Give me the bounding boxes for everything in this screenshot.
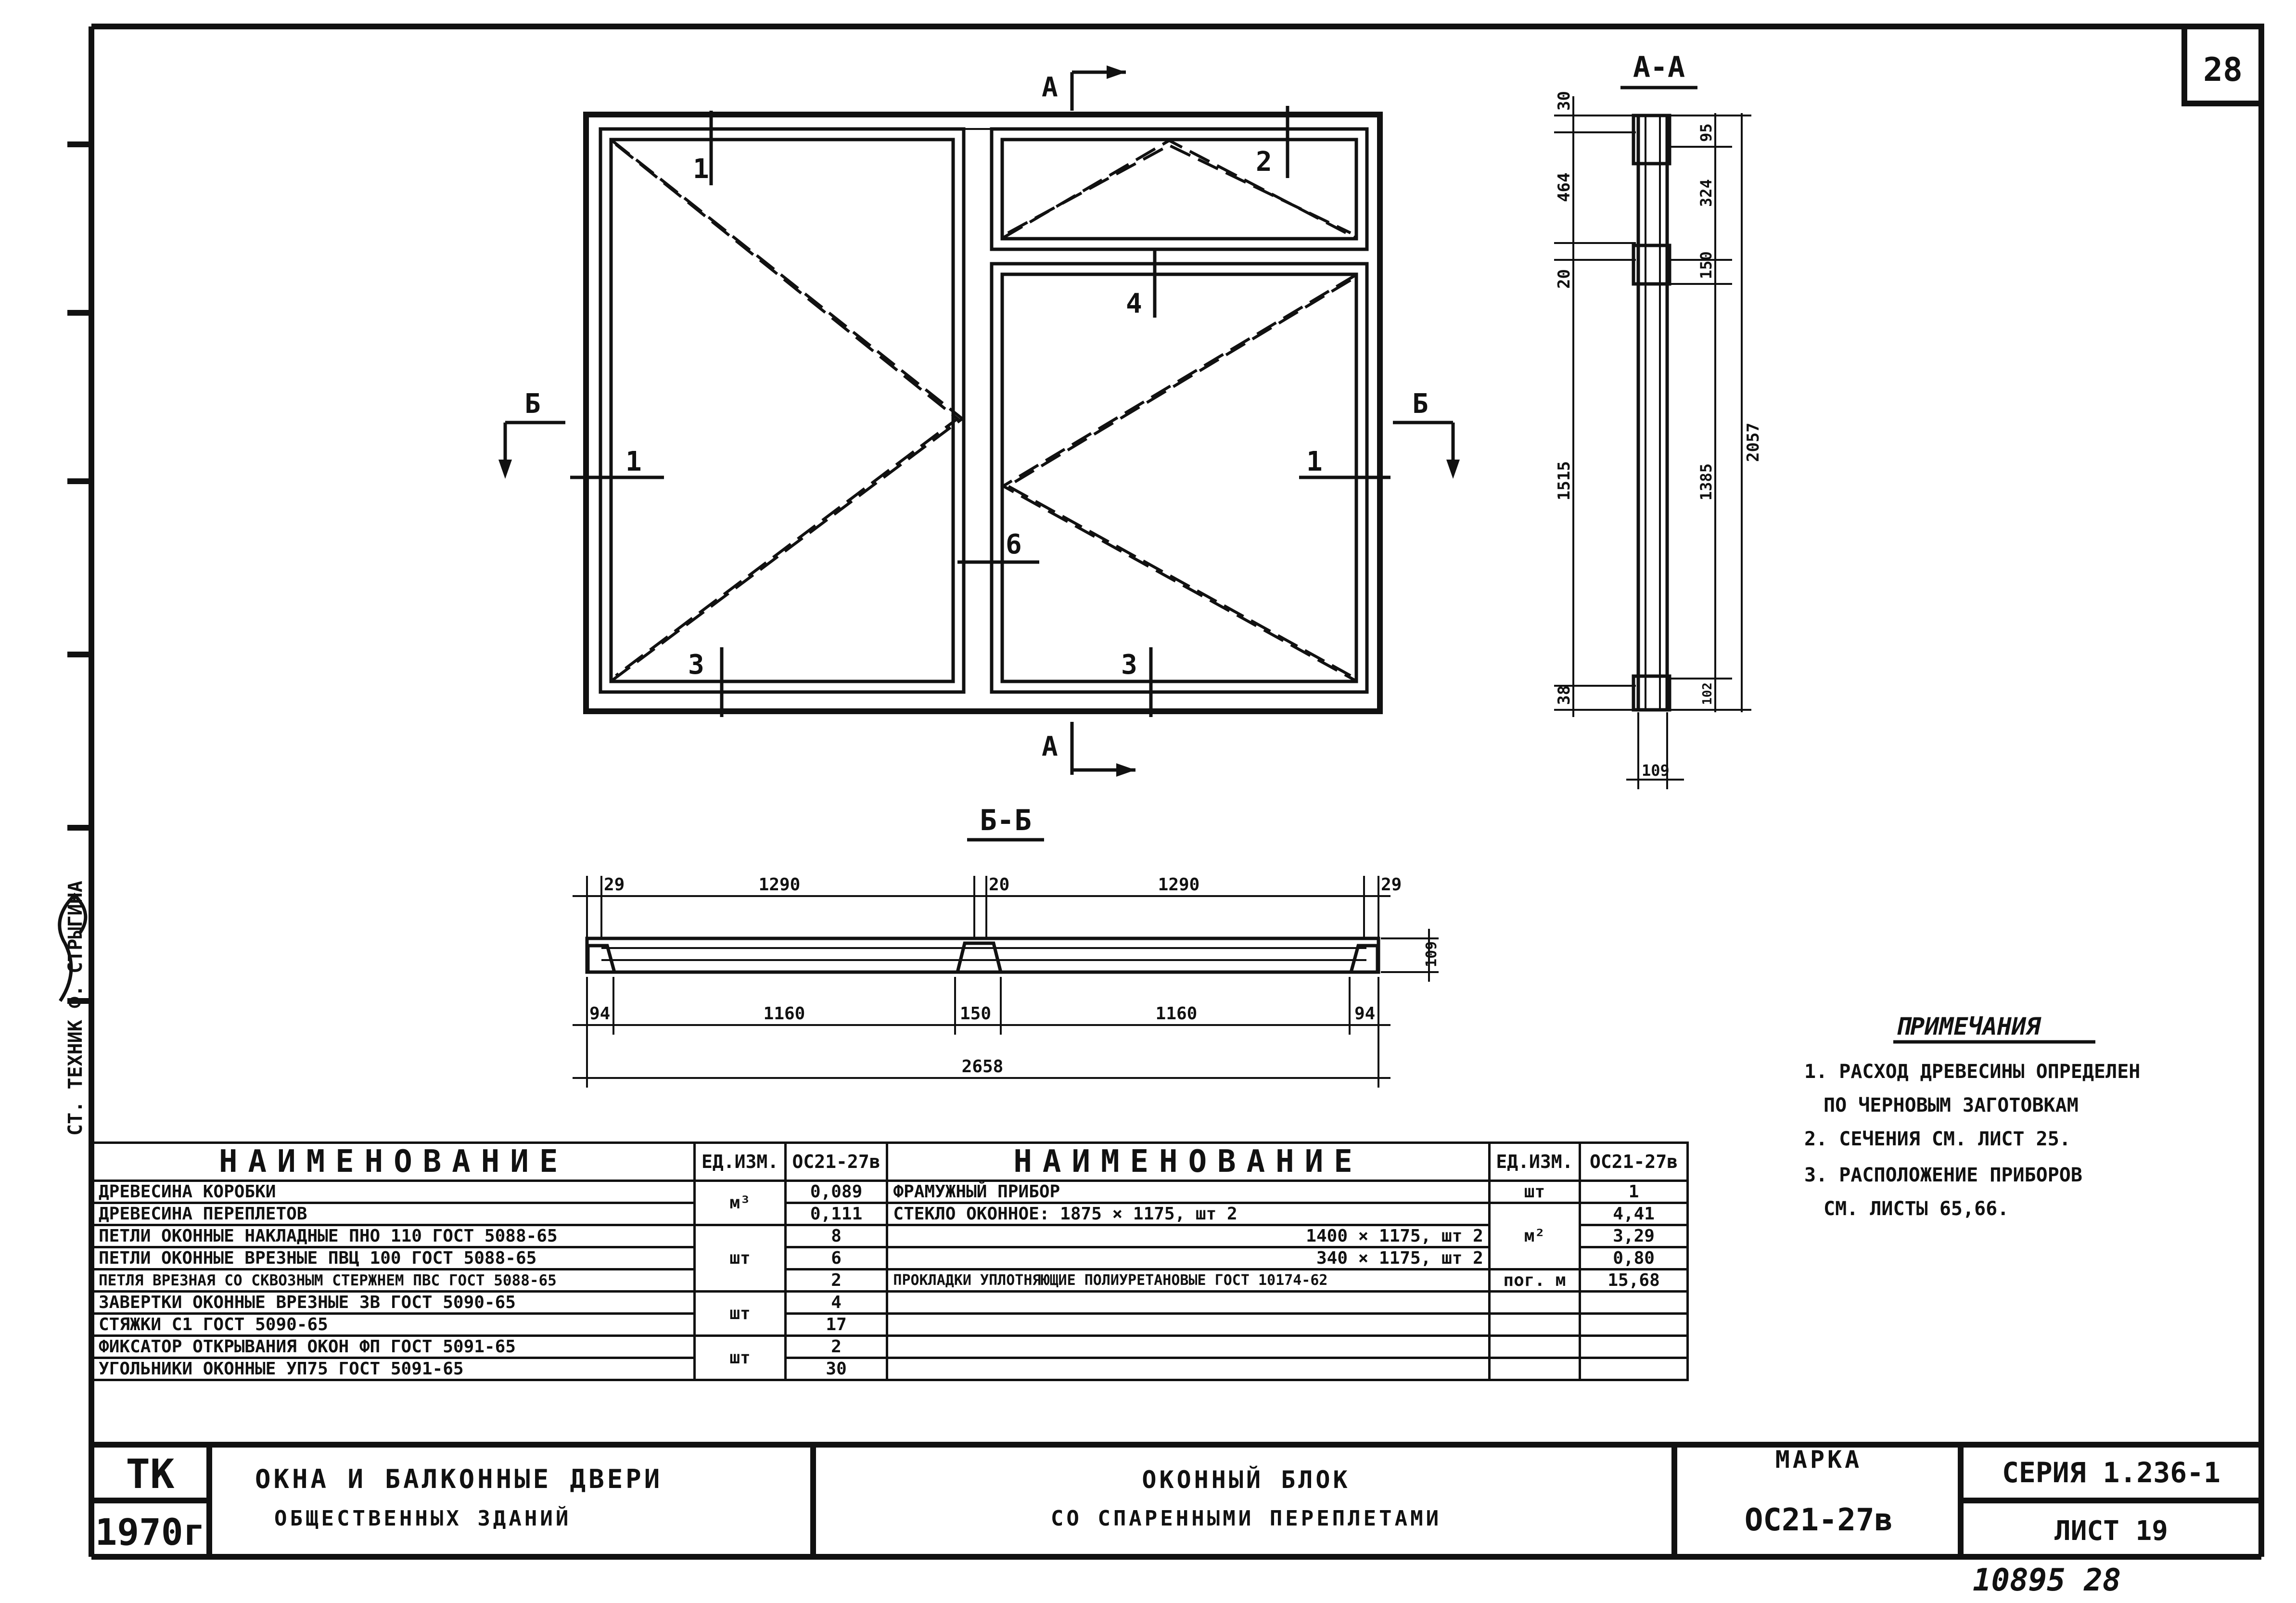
section-b-right: Б: [1412, 388, 1429, 420]
bb-dim-109: 109: [1423, 941, 1440, 967]
doc-title-line1: ОКОННЫЙ БЛОК: [1142, 1465, 1350, 1494]
signature-mark: [58, 893, 88, 1002]
aa-dim-30: 30: [1555, 91, 1574, 111]
side-stamp: СТ. ТЕХНИК Ф. СТРЫГИНА: [64, 881, 87, 1136]
note-line-3: 2. СЕЧЕНИЯ СМ. ЛИСТ 25.: [1804, 1128, 2071, 1150]
aa-dim-1515: 1515: [1555, 461, 1574, 500]
bb-dim-29-right: 29: [1381, 875, 1402, 895]
section-a-bottom: А: [1042, 731, 1058, 762]
col-name-right: НАИМЕНОВАНИЕ: [886, 1141, 1491, 1182]
section-bb-title: Б-Б: [980, 804, 1032, 837]
archive-number: 10895 28: [1973, 1563, 2121, 1598]
aa-dim-2057: 2057: [1744, 423, 1763, 462]
bb-dim-94-right: 94: [1354, 1004, 1375, 1024]
col-unit-right: ЕД.ИЗМ.: [1488, 1141, 1582, 1182]
section-aa-title: А-А: [1633, 51, 1685, 84]
callout-1-left: 1: [625, 446, 642, 477]
callout-1-right: 1: [1306, 446, 1323, 477]
table-row: ЗАВЕРТКИ ОКОННЫЕ ВРЕЗНЫЕ ЗВ ГОСТ 5090-65…: [91, 1290, 1689, 1337]
notes-block: ПРИМЕЧАНИЯ 1. РАСХОД ДРЕВЕСИНЫ ОПРЕДЕЛЕН…: [1804, 1013, 2140, 1220]
note-line-4: 3. РАСПОЛОЖЕНИЕ ПРИБОРОВ: [1804, 1164, 2082, 1186]
bb-dim-2658: 2658: [962, 1057, 1004, 1077]
sheet-frame: [67, 24, 2264, 1560]
aa-dim-102: 102: [1700, 682, 1715, 705]
callout-3-right: 3: [1121, 649, 1137, 680]
doc-title-line2: СО СПАРЕННЫМИ ПЕРЕПЛЕТАМИ: [1051, 1506, 1441, 1531]
year-label: 1970г: [95, 1511, 205, 1553]
bb-dim-29-left: 29: [604, 875, 625, 895]
table-row: ПЕТЛИ ОКОННЫЕ ВРЕЗНЫЕ ПВЦ 100 ГОСТ 5088-…: [91, 1246, 1689, 1270]
sheet-number: 28: [2203, 51, 2243, 89]
bb-dim-150: 150: [960, 1004, 991, 1024]
spec-table: НАИМЕНОВАНИЕ ЕД.ИЗМ. ОС21-27в НАИМЕНОВАН…: [91, 1141, 1689, 1381]
table-row: ПЕТЛЯ ВРЕЗНАЯ СО СКВОЗНЫМ СТЕРЖНЕМ ПВС Г…: [91, 1268, 1689, 1293]
table-row: ФИКСАТОР ОТКРЫВАНИЯ ОКОН ФП ГОСТ 5091-65…: [91, 1334, 1689, 1381]
col-mark-right: ОС21-27в: [1579, 1141, 1689, 1182]
note-line-1: 1. РАСХОД ДРЕВЕСИНЫ ОПРЕДЕЛЕН: [1804, 1061, 2140, 1083]
table-row: УГОЛЬНИКИ ОКОННЫЕ УП75 ГОСТ 5091-65 30: [91, 1357, 1689, 1381]
callout-1-top: 1: [693, 154, 709, 185]
col-name-left: НАИМЕНОВАНИЕ: [91, 1141, 696, 1182]
aa-dim-38: 38: [1555, 685, 1574, 705]
title-block: [91, 1442, 2261, 1557]
org-title-line2: ОБЩЕСТВЕННЫХ ЗДАНИЙ: [274, 1505, 571, 1531]
callout-2: 2: [1256, 146, 1272, 178]
callout-3-left: 3: [688, 649, 704, 680]
table-row: СТЯЖКИ С1 ГОСТ 5090-65 17: [91, 1312, 1689, 1337]
aa-dim-95: 95: [1697, 123, 1715, 142]
bb-dim-1160-right: 1160: [1156, 1004, 1198, 1024]
mark-value: ОС21-27в: [1745, 1502, 1893, 1538]
bb-dim-1290-right: 1290: [1158, 875, 1200, 895]
callout-4: 4: [1126, 288, 1142, 320]
section-a-top: А: [1042, 72, 1058, 103]
notes-title: ПРИМЕЧАНИЯ: [1896, 1013, 2041, 1040]
aa-dim-150: 150: [1697, 251, 1715, 279]
bb-dim-1290-left: 1290: [759, 875, 801, 895]
aa-dim-464: 464: [1555, 173, 1574, 202]
col-unit-left: ЕД.ИЗМ.: [693, 1141, 787, 1182]
mark-label: МАРКА: [1775, 1446, 1862, 1474]
series-label: СЕРИЯ 1.236-1: [2002, 1456, 2220, 1489]
table-row: ДРЕВЕСИНА КОРОБКИ м³ 0,089 ФРАМУЖНЫЙ ПРИ…: [91, 1180, 1689, 1226]
table-row: ПЕТЛИ ОКОННЫЕ НАКЛАДНЫЕ ПНО 110 ГОСТ 508…: [91, 1224, 1689, 1293]
note-line-2: ПО ЧЕРНОВЫМ ЗАГОТОВКАМ: [1824, 1094, 2079, 1116]
section-aa: А-А 30 464 20 1515 38 95 324 150 1385 10: [1554, 51, 1763, 789]
aa-dim-109: 109: [1642, 761, 1670, 780]
spec-table-header: НАИМЕНОВАНИЕ ЕД.ИЗМ. ОС21-27в НАИМЕНОВАН…: [91, 1141, 1689, 1182]
list-label: ЛИСТ 19: [2054, 1515, 2168, 1547]
window-elevation: [583, 112, 1383, 714]
section-markers: А А Б Б: [498, 65, 1460, 777]
section-bb: Б-Б 29 1290 20 1290 29 109 94: [573, 804, 1440, 1088]
callout-6: 6: [1006, 529, 1022, 560]
bb-dim-94-left: 94: [589, 1004, 610, 1024]
bb-dim-1160-left: 1160: [764, 1004, 805, 1024]
aa-dim-20: 20: [1555, 269, 1574, 289]
aa-dim-1385: 1385: [1697, 463, 1715, 500]
section-b-left: Б: [524, 388, 541, 420]
note-line-5: СМ. ЛИСТЫ 65,66.: [1824, 1198, 2009, 1220]
org-title-line1: ОКНА И БАЛКОННЫЕ ДВЕРИ: [255, 1464, 663, 1494]
col-mark-left: ОС21-27в: [784, 1141, 889, 1182]
elevation-callouts: 1 2 4 1 1 6 3 3: [570, 106, 1390, 717]
tk-label: ТК: [126, 1450, 175, 1498]
aa-dim-324: 324: [1697, 179, 1715, 207]
table-row: ДРЕВЕСИНА ПЕРЕПЛЕТОВ 0,111 СТЕКЛО ОКОННО…: [91, 1202, 1689, 1270]
bb-dim-20: 20: [989, 875, 1009, 895]
